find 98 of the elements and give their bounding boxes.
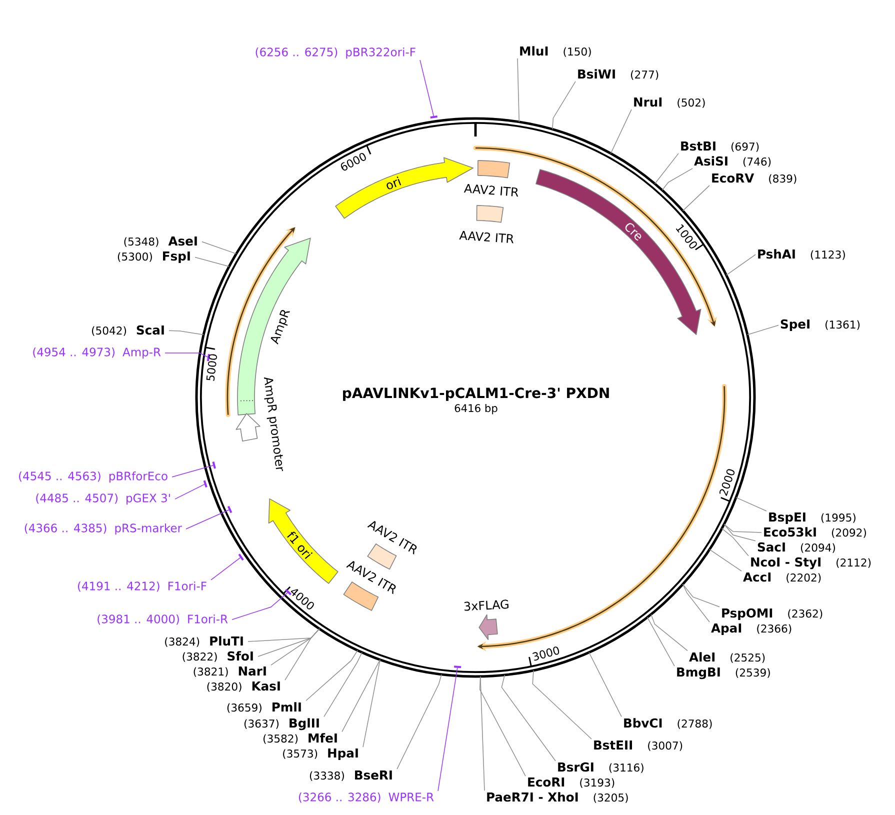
primer-label: (6256 .. 6275) pBR322ori-F [256,47,416,59]
leader-line [646,616,675,666]
primer-label: (4366 .. 4385) pRS-marker [24,523,182,535]
enzyme-site-label: AsiSI (746) [694,156,771,167]
leader-line [438,668,458,792]
enzyme-site-label: (3821) NarI [194,666,266,677]
primer-label: (4191 .. 4212) F1ori-F [78,581,206,592]
enzyme-site-label: (3820) KasI [207,682,280,692]
leader-line [650,614,688,652]
plasmid-name: pAAVLINKv1-pCALM1-Cre-3' PXDN [343,388,609,401]
leader-line [232,592,288,620]
leader-line [532,670,592,740]
leader-line [682,584,720,608]
enzyme-site-label: SpeI (1361) [780,319,860,332]
enzyme-site-label: Eco53kI (2092) [764,527,866,538]
enzyme-site-label: BsiWI (277) [578,69,658,80]
enzyme-site-label: PshAI (1123) [758,249,845,260]
enzyme-site-label: (3822) SfoI [182,651,253,662]
enzyme-site-label: ApaI (2366) [711,624,792,636]
leader-line [186,510,230,530]
leader-line [724,524,756,542]
enzyme-site-label: (3637) BglII [244,718,319,730]
primer-site-mark [212,461,216,469]
leader-line [682,584,710,622]
primer-site-mark [203,480,208,488]
leader-line [552,81,576,130]
enzyme-site-label: SacI (2094) [758,542,835,553]
plasmid-size: 6416 bp [454,404,498,414]
feature-block: f1 ori [268,498,338,584]
enzyme-site-label: (3338) BseRI [310,770,392,781]
primer-site-mark [206,354,210,362]
leader-line [480,676,485,792]
enzyme-site-label: NcoI - StyI (2112) [751,557,871,570]
enzyme-site-label: PspOMI (2362) [722,608,822,620]
leader-line [396,674,442,770]
leader-line [726,254,756,276]
leader-line [210,557,241,580]
leader-line [736,497,767,512]
leader-line [662,168,693,191]
feature-label: AAV2 ITR [459,230,514,244]
leader-line [588,652,622,718]
enzyme-site-label: EcoRV (839) [712,174,796,184]
leader-line [420,60,434,116]
primer-label: (4545 .. 4563) pBRforEco [19,471,168,483]
leader-line [324,652,362,718]
primer-site-mark [238,554,244,561]
scale-label: 2000 [720,469,735,496]
enzyme-site-label: (3573) HpaI [283,748,358,760]
primer-label: (4954 .. 4973) Amp-R [33,347,161,359]
leader-line [194,256,230,267]
enzyme-site-label: BbvCI (2788) [624,718,712,729]
enzyme-site-label: (5042) ScaI [92,325,164,336]
leader-line [610,109,632,154]
leader-line [746,324,779,336]
primer-label: (3981 .. 4000) F1ori-R [98,614,228,625]
leader-line [168,330,204,336]
enzyme-site-label: BstBI (697) [681,142,759,152]
enzyme-site-label: PaeR7I - XhoI (3205) [487,792,628,803]
enzyme-site-label: NruI (502) [634,98,705,108]
leader-line [202,241,237,254]
leader-line [709,549,742,572]
enzyme-site-label: (3582) MfeI [264,733,337,744]
leader-line [654,153,679,184]
enzyme-site-label: BsrGI (3116) [558,762,644,773]
leader-line [342,659,380,732]
scale-label: 5000 [206,354,218,381]
leader-line [721,528,749,556]
enzyme-site-label: (3659) PmlI [227,702,301,713]
primer-site-mark [285,588,292,596]
leader-line [362,659,380,748]
enzyme-site-label: AccI (2202) [743,572,821,583]
enzyme-site-label: BmgBI (2539) [677,668,770,680]
primer-label: (3266 .. 3286) WPRE-R [298,792,434,803]
scale-label: 3000 [532,646,560,661]
primer-site-mark [227,506,232,514]
primer-label: (4485 .. 4507) pGEX 3' [36,493,170,505]
enzyme-site-label: (5300) FspI [118,252,190,264]
primer-site-mark [430,115,438,118]
leader-line [682,185,710,212]
enzyme-site-label: BstEII (3007) [594,740,682,751]
enzyme-site-label: MluI (150) [520,46,591,57]
enzyme-site-label: (3824) PluTI [165,636,243,647]
feature-label: AmpR promoter [264,377,283,472]
enzyme-site-label: EcoRI (3193) [528,778,614,788]
enzyme-site-label: (5348) AseI [124,236,197,247]
leader-line [164,352,208,358]
leader-line [501,674,556,762]
feature-label: AmpR [270,310,290,345]
leader-line [306,650,358,702]
leader-line [517,58,520,122]
enzyme-site-label: BspEI (1995) [769,512,856,524]
primer-site-mark [454,666,462,668]
leader-line [724,524,762,533]
enzyme-site-label: AleI (2525) [689,652,765,663]
leader-line [284,628,320,680]
leader-line [174,484,205,500]
feature-label: 3xFLAG [464,600,508,611]
leader-line [172,465,214,478]
